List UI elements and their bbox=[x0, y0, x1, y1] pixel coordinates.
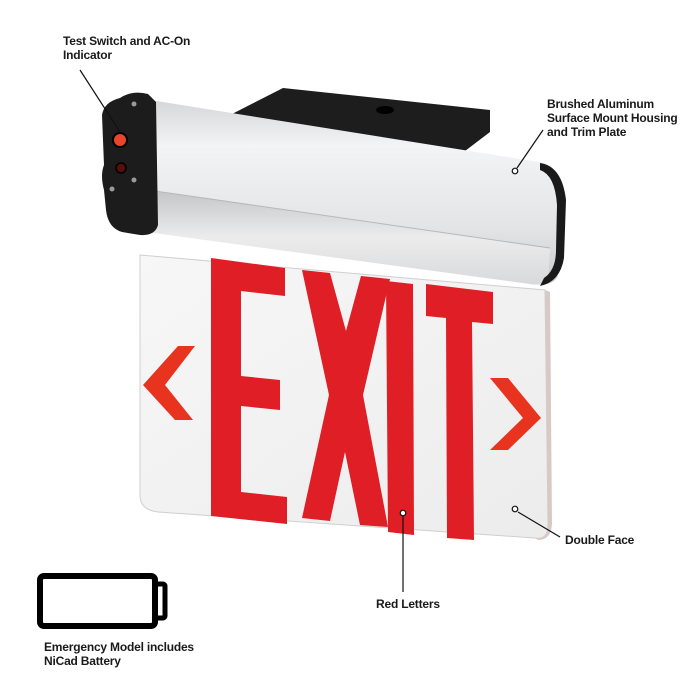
callout-leaders bbox=[79, 69, 561, 592]
ac-on-indicator-icon bbox=[115, 162, 127, 174]
callout-test-switch: Test Switch and AC-On Indicator bbox=[63, 34, 191, 62]
battery-icon bbox=[37, 573, 168, 629]
test-switch-button bbox=[112, 132, 128, 148]
right-chevron-icon bbox=[490, 378, 541, 450]
callout-red-letters: Red Letters bbox=[376, 597, 440, 611]
left-end-cap bbox=[102, 92, 158, 236]
callout-battery: Emergency Model includes NiCad Battery bbox=[44, 640, 194, 668]
callout-double-face: Double Face bbox=[565, 533, 635, 547]
aluminum-housing bbox=[145, 100, 566, 286]
left-chevron-icon bbox=[143, 346, 195, 420]
callout-housing: Brushed Aluminum Surface Mount Housing a… bbox=[547, 97, 678, 139]
exit-letters bbox=[211, 258, 493, 540]
